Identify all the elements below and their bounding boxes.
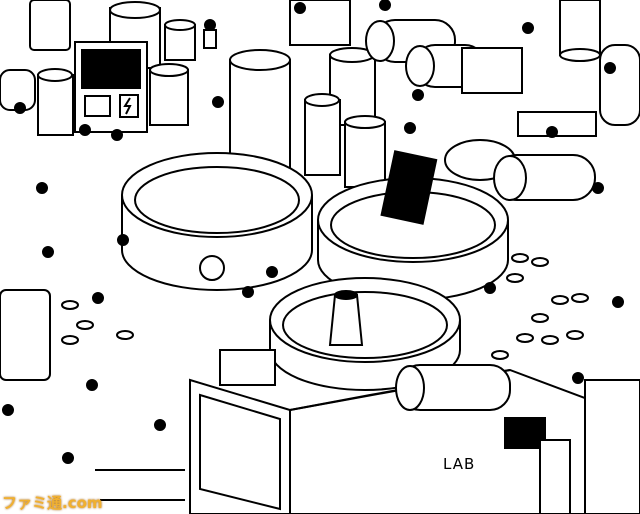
watermark-logo: ファミ通.com bbox=[2, 494, 103, 512]
tall-tanks-center[interactable] bbox=[229, 0, 386, 188]
control-machine[interactable] bbox=[74, 41, 148, 133]
lab-sign: LAB bbox=[443, 455, 476, 473]
pool-left[interactable] bbox=[121, 152, 313, 291]
barrels-right[interactable] bbox=[491, 253, 589, 360]
lab-building[interactable] bbox=[95, 290, 640, 514]
barrels-left[interactable] bbox=[0, 289, 134, 381]
hidden-folks[interactable] bbox=[2, 0, 624, 464]
